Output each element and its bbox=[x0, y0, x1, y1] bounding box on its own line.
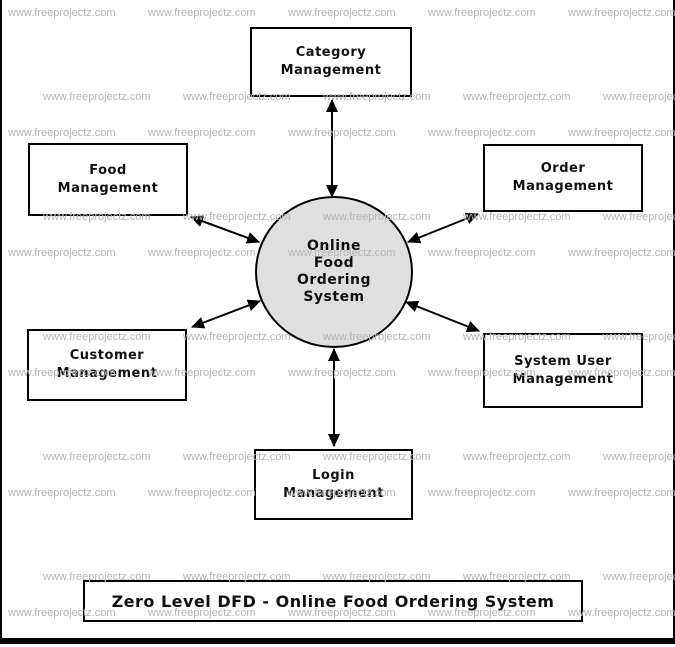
process-label-line: Online bbox=[307, 238, 361, 254]
watermark-text: www.freeprojectz.com bbox=[428, 487, 536, 499]
watermark-text: www.freeprojectz.com bbox=[428, 247, 536, 259]
watermark-text: www.freeprojectz.com bbox=[428, 367, 536, 379]
watermark-text: www.freeprojectz.com bbox=[43, 211, 151, 223]
watermark-text: www.freeprojectz.com bbox=[428, 607, 536, 619]
entity-order-management: Order Management bbox=[483, 144, 643, 212]
watermark-text: www.freeprojectz.com bbox=[603, 451, 675, 463]
entity-label-line: Management bbox=[57, 180, 159, 196]
watermark-text: www.freeprojectz.com bbox=[428, 127, 536, 139]
watermark-text: www.freeprojectz.com bbox=[148, 127, 256, 139]
watermark-text: www.freeprojectz.com bbox=[8, 247, 116, 259]
entity-label-line: Category bbox=[295, 45, 367, 60]
process-online-food-ordering-system: Online Food Ordering System bbox=[255, 196, 413, 348]
watermark-text: www.freeprojectz.com bbox=[8, 367, 116, 379]
entity-label-line: Login bbox=[312, 467, 355, 483]
process-label-line: System bbox=[303, 289, 365, 305]
watermark-text: www.freeprojectz.com bbox=[288, 367, 396, 379]
watermark-text: www.freeprojectz.com bbox=[148, 487, 256, 499]
entity-login-management: Login Management bbox=[254, 449, 413, 520]
entity-system-user-management: System User Management bbox=[483, 333, 643, 408]
watermark-text: www.freeprojectz.com bbox=[43, 91, 151, 103]
watermark-text: www.freeprojectz.com bbox=[323, 211, 431, 223]
diagram-title: Zero Level DFD - Online Food Ordering Sy… bbox=[111, 591, 555, 611]
entity-label-line: System User bbox=[514, 353, 612, 369]
watermark-text: www.freeprojectz.com bbox=[568, 367, 675, 379]
watermark-text: www.freeprojectz.com bbox=[568, 487, 675, 499]
watermark-text: www.freeprojectz.com bbox=[568, 607, 675, 619]
entity-label-line: Management bbox=[512, 179, 614, 194]
page-border-bottom bbox=[0, 638, 675, 644]
watermark-text: www.freeprojectz.com bbox=[603, 91, 675, 103]
watermark-text: www.freeprojectz.com bbox=[323, 571, 431, 583]
watermark-text: www.freeprojectz.com bbox=[148, 7, 256, 19]
watermark-text: www.freeprojectz.com bbox=[288, 247, 396, 259]
watermark-text: www.freeprojectz.com bbox=[43, 331, 151, 343]
watermark-text: www.freeprojectz.com bbox=[183, 211, 291, 223]
entity-label-line: Order bbox=[540, 161, 586, 176]
entity-food-management: Food Management bbox=[28, 143, 188, 216]
watermark-text: www.freeprojectz.com bbox=[8, 487, 116, 499]
watermark-text: www.freeprojectz.com bbox=[288, 607, 396, 619]
watermark-text: www.freeprojectz.com bbox=[568, 127, 675, 139]
watermark-text: www.freeprojectz.com bbox=[183, 91, 291, 103]
arrow-sysuser-process bbox=[405, 300, 480, 333]
entity-category-management: Category Management bbox=[250, 27, 412, 97]
watermark-text: www.freeprojectz.com bbox=[288, 127, 396, 139]
watermark-text: www.freeprojectz.com bbox=[8, 607, 116, 619]
watermark-text: www.freeprojectz.com bbox=[183, 571, 291, 583]
entity-customer-management: Customer Management bbox=[27, 329, 187, 401]
page-border-right bbox=[673, 0, 675, 644]
watermark-text: www.freeprojectz.com bbox=[463, 571, 571, 583]
watermark-text: www.freeprojectz.com bbox=[43, 571, 151, 583]
watermark-text: www.freeprojectz.com bbox=[428, 7, 536, 19]
arrow-customer-process bbox=[191, 299, 261, 329]
watermark-text: www.freeprojectz.com bbox=[603, 571, 675, 583]
watermark-text: www.freeprojectz.com bbox=[463, 451, 571, 463]
watermark-text: www.freeprojectz.com bbox=[8, 127, 116, 139]
diagram-title-box: Zero Level DFD - Online Food Ordering Sy… bbox=[83, 580, 583, 622]
watermark-text: www.freeprojectz.com bbox=[323, 91, 431, 103]
watermark-text: www.freeprojectz.com bbox=[183, 331, 291, 343]
entity-label-line: Management bbox=[512, 371, 614, 387]
entity-label-line: Customer bbox=[69, 348, 145, 363]
watermark-text: www.freeprojectz.com bbox=[463, 91, 571, 103]
process-label-line: Food bbox=[313, 255, 355, 271]
watermark-text: www.freeprojectz.com bbox=[288, 7, 396, 19]
watermark-text: www.freeprojectz.com bbox=[148, 247, 256, 259]
watermark-text: www.freeprojectz.com bbox=[8, 7, 116, 19]
watermark-text: www.freeprojectz.com bbox=[603, 211, 675, 223]
watermark-text: www.freeprojectz.com bbox=[148, 367, 256, 379]
process-label-line: Ordering bbox=[296, 272, 371, 288]
watermark-text: www.freeprojectz.com bbox=[323, 331, 431, 343]
watermark-text: www.freeprojectz.com bbox=[568, 247, 675, 259]
watermark-text: www.freeprojectz.com bbox=[43, 451, 151, 463]
page-border-left bbox=[0, 0, 2, 644]
watermark-text: www.freeprojectz.com bbox=[183, 451, 291, 463]
entity-label-line: Management bbox=[280, 63, 382, 78]
entity-label-line: Management bbox=[56, 366, 158, 381]
entity-label-line: Management bbox=[283, 485, 384, 501]
watermark-text: www.freeprojectz.com bbox=[148, 607, 256, 619]
watermark-text: www.freeprojectz.com bbox=[463, 331, 571, 343]
watermark-text: www.freeprojectz.com bbox=[288, 487, 396, 499]
watermark-text: www.freeprojectz.com bbox=[568, 7, 675, 19]
watermark-text: www.freeprojectz.com bbox=[323, 451, 431, 463]
entity-label-line: Food bbox=[89, 162, 127, 178]
watermark-text: www.freeprojectz.com bbox=[463, 211, 571, 223]
watermark-text: www.freeprojectz.com bbox=[603, 331, 675, 343]
